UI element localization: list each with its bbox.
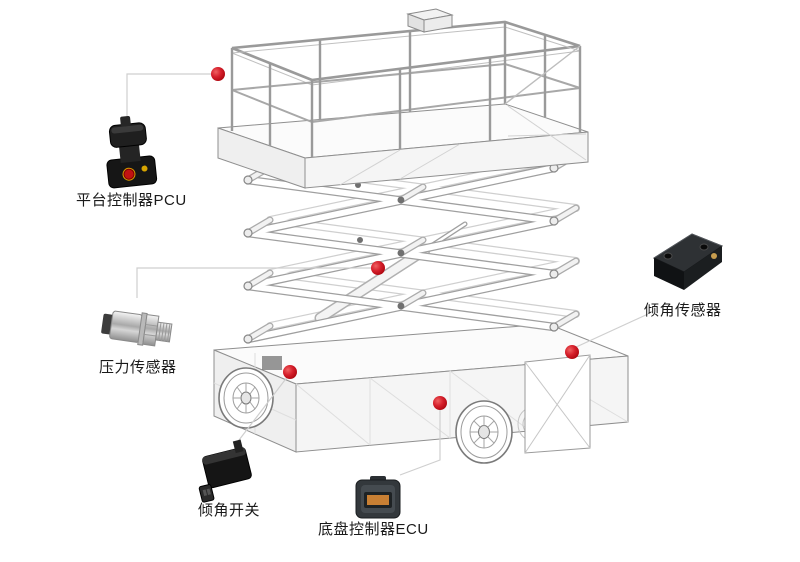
chassis-panel bbox=[524, 354, 591, 454]
tilt-sensor-image bbox=[652, 233, 724, 290]
marker-ecu bbox=[433, 396, 447, 410]
markers bbox=[211, 67, 579, 410]
marker-pcu bbox=[211, 67, 225, 81]
marker-pressure-sensor bbox=[371, 261, 385, 275]
scissor-lift-wireframe bbox=[213, 8, 629, 464]
callout-lines bbox=[126, 73, 649, 476]
callout-line-tilt-sensor bbox=[573, 313, 649, 349]
ecu-image bbox=[355, 476, 401, 519]
front-left-wheel bbox=[218, 367, 274, 429]
callout-line-ecu bbox=[399, 405, 441, 476]
tilt-switch-label: 倾角开关 bbox=[198, 502, 261, 519]
tilt-switch-image bbox=[198, 439, 252, 503]
callout-line-tilt-switch bbox=[235, 375, 289, 445]
pcu-image bbox=[106, 115, 158, 189]
platform-control-box bbox=[406, 8, 454, 33]
pcu-label: 平台控制器PCU bbox=[76, 192, 187, 209]
pressure-sensor-label: 压力传感器 bbox=[99, 359, 177, 376]
pressure-sensor-image bbox=[101, 310, 173, 347]
ecu-label: 底盘控制器ECU bbox=[318, 521, 429, 538]
marker-tilt-switch bbox=[283, 365, 297, 379]
callout-line-pressure-sensor bbox=[136, 267, 378, 298]
front-right-wheel bbox=[455, 400, 513, 464]
tilt-sensor-label: 倾角传感器 bbox=[644, 302, 722, 319]
callout-line-pcu bbox=[126, 73, 218, 118]
marker-tilt-sensor bbox=[565, 345, 579, 359]
